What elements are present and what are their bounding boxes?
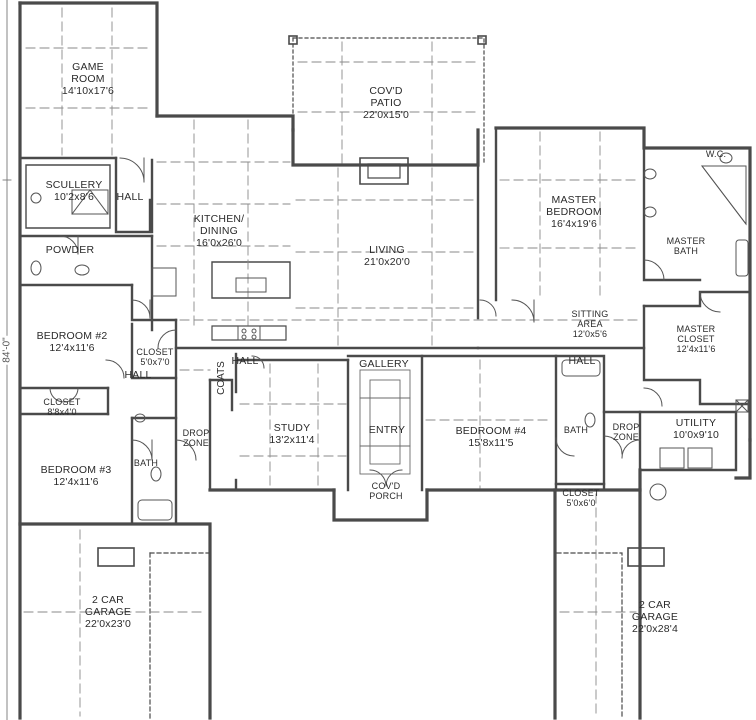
room-label-entry: ENTRY [369, 424, 405, 436]
room-dims: 16'4x19'6 [550, 218, 598, 230]
room-label-closet-b4: CLOSET 5'0x6'0 [562, 488, 599, 508]
room-label-coats: COATS [216, 361, 227, 395]
room-label-bedroom4: BEDROOM #4 15'8x11'5 [456, 425, 527, 449]
room-dims: 12'4x11'6 [53, 476, 99, 488]
room-dims: 21'0x20'0 [363, 256, 411, 268]
room-name: SCULLERY [45, 179, 103, 191]
door-swings [49, 157, 721, 487]
room-name: UTILITY [675, 417, 717, 429]
room-label-utility: UTILITY 10'0x9'10 [673, 417, 719, 441]
room-name: HALL [116, 191, 144, 203]
room-label-bedroom2: BEDROOM #2 12'4x11'6 [37, 330, 108, 354]
room-dims: 12'4x11'6 [676, 344, 716, 354]
room-name: ENTRY [368, 424, 406, 436]
room-dims: 16'0x26'0 [195, 237, 243, 249]
room-dims: 14'10x17'6 [61, 85, 115, 97]
room-label-powder: POWDER [46, 244, 94, 256]
room-name: BEDROOM #4 [455, 425, 527, 437]
room-dims: 5'0x6'0 [566, 498, 596, 508]
room-dims: 12'4x11'6 [49, 342, 95, 354]
room-name: POWDER [45, 244, 95, 256]
garage-windows [97, 547, 665, 567]
interior-walls [18, 126, 752, 526]
room-dims: 8'8x4'0 [47, 407, 77, 417]
room-name: BEDROOM #2 [36, 330, 108, 342]
room-label-living: LIVING 21'0x20'0 [364, 244, 410, 268]
room-name: CLOSET [43, 397, 81, 407]
room-name: GALLERY [359, 358, 409, 370]
room-dims: 22'0x15'0 [362, 109, 410, 121]
room-name: BATH [133, 458, 159, 468]
room-dims: 5'0x7'0 [140, 357, 170, 367]
room-label-closet-b3: CLOSET 8'8x4'0 [43, 397, 80, 417]
room-dims: 13'2x11'4 [269, 434, 315, 446]
room-label-bath-east: BATH [564, 425, 588, 435]
room-name: CLOSET [562, 488, 600, 498]
room-label-gallery: GALLERY [359, 358, 409, 370]
room-dims: 10'0x9'10 [672, 429, 720, 441]
room-dims: 12'0x5'6 [572, 329, 608, 339]
room-name: STUDY [273, 422, 311, 434]
ceiling-grid [23, 7, 641, 717]
room-name: BATH [563, 425, 589, 435]
room-name: LIVING [369, 244, 405, 256]
room-label-bath-west: BATH [134, 458, 158, 468]
room-dims: 10'2x8'6 [53, 191, 95, 203]
room-dims: 22'0x23'0 [84, 618, 132, 630]
room-name: CLOSET [136, 347, 174, 357]
room-label-hall-east: HALL [568, 355, 595, 367]
patio-posts [288, 35, 487, 45]
garage-doors [149, 552, 623, 719]
room-label-hall-nw: HALL [116, 191, 143, 203]
room-dims: 15'8x11'5 [468, 437, 514, 449]
room-label-bedroom3: BEDROOM #3 12'4x11'6 [41, 464, 112, 488]
room-label-hall-west: HALL [231, 355, 258, 367]
room-label-kitchen: KITCHEN/DINING 16'0x26'0 [194, 213, 245, 249]
overall-dimension-label: 84'-0" [1, 335, 13, 365]
room-name: KITCHEN/DINING [193, 213, 245, 237]
covered-patio-outline [292, 37, 485, 166]
room-name: HALL [568, 355, 596, 367]
room-dims: 22'0x28'4 [631, 623, 679, 635]
room-name: W.C. [705, 149, 727, 159]
room-label-scullery: SCULLERY 10'2x8'6 [46, 179, 103, 203]
room-label-hall-sw: HALL [124, 369, 151, 381]
room-label-closet-b2: CLOSET 5'0x7'0 [136, 347, 173, 367]
room-label-study: STUDY 13'2x11'4 [269, 422, 314, 446]
room-name: BEDROOM #3 [40, 464, 112, 476]
entry-pattern [359, 369, 411, 475]
room-name: HALL [231, 355, 259, 367]
plumbing-fixtures [30, 152, 749, 521]
room-label-wc: W.C. [706, 149, 726, 159]
room-name: HALL [124, 369, 152, 381]
